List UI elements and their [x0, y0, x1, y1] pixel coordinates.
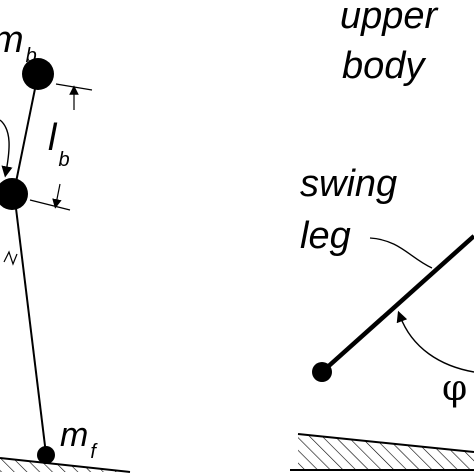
ground-line-left — [0, 457, 131, 473]
label-phi: φ — [442, 368, 467, 409]
upper-body-mass — [22, 58, 54, 90]
swing-foot-mass — [312, 362, 332, 382]
ground-line-right — [297, 433, 474, 453]
zigzag-mark — [3, 250, 18, 266]
label-leg: leg — [300, 215, 351, 257]
label-l-b: lb — [48, 117, 70, 171]
dimension-tick-top — [55, 83, 93, 91]
swing-leg-leader — [369, 237, 433, 269]
curved-arrow-left — [0, 119, 13, 178]
upper-body-link-left — [13, 73, 39, 193]
dimension-tick-bottom — [29, 199, 71, 211]
label-upper: upper — [340, 0, 439, 37]
angle-arc-phi — [396, 310, 474, 373]
ground-hatch-right — [298, 434, 474, 470]
label-body: body — [342, 45, 426, 87]
dimension-arrow-bottom — [52, 183, 62, 209]
hip-mass — [0, 178, 28, 210]
swing-leg-link — [320, 234, 474, 374]
label-swing: swing — [300, 163, 397, 205]
stance-leg-link — [13, 191, 47, 455]
foot-mass — [37, 446, 55, 464]
label-m-b: mb — [0, 19, 37, 67]
